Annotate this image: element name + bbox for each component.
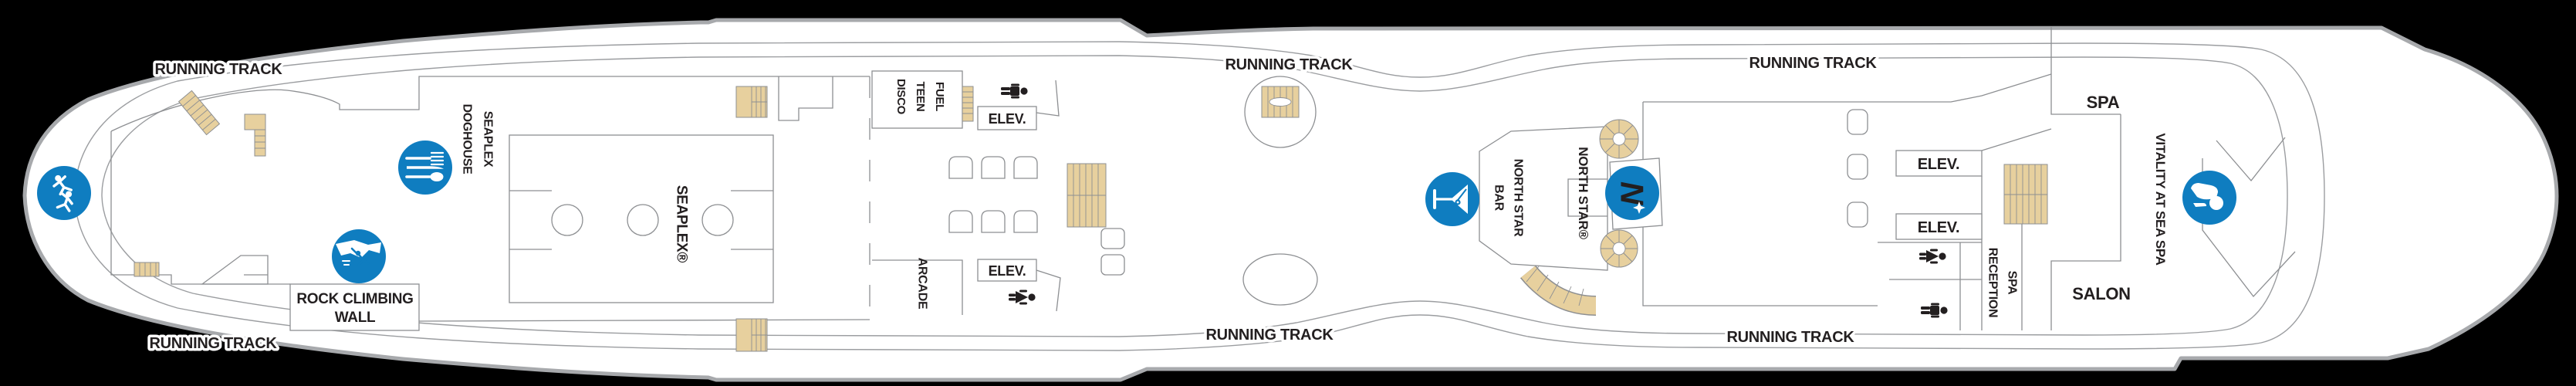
ship-hull-outline [22,18,2559,382]
label-seaplex-doghouse: DOGHOUSE [460,104,473,175]
elevator-box [977,106,1037,130]
label-north-star: NORTH STAR® [1576,147,1591,239]
label-spa-reception: RECEPTION [1986,248,1999,318]
restroom-man-icon [1001,83,1028,99]
labels: RUNNING TRACK RUNNING TRACK RUNNING TRAC… [147,52,2168,355]
label-running-track: RUNNING TRACK [1206,327,1334,344]
label-arcade: ARCADE [915,258,928,310]
label-fuel-teen-disco: DISCO [894,79,908,115]
elevator-box [1895,213,1983,240]
elevator-box [1895,150,1983,177]
martini-bar-icon [1425,172,1479,226]
label-running-track: RUNNING TRACK [1749,55,1878,72]
label-vitality-at-sea-spa: VITALITY AT SEA SPA [2153,133,2168,265]
label-rock-climbing-wall: WALL [335,310,376,326]
label-elevator: ELEV. [989,111,1026,127]
running-track [74,41,2325,351]
alcove-arches [948,156,1038,233]
spa-massage-icon [2182,171,2236,225]
label-salon: SALON [2072,284,2131,303]
stairs [134,86,2048,352]
restroom-woman-icon [1009,290,1036,305]
label-running-track: RUNNING TRACK [1727,329,1855,346]
label-seaplex: SEAPLEX® [673,185,689,263]
rock-climbing-wall-box [289,283,420,331]
interior-walls [110,27,2296,330]
north-star-logo-icon: N [1605,166,1659,220]
north-star-arm [1567,178,1607,217]
north-star-letter: N [1614,181,1650,206]
north-star-bar-platform [1479,126,1608,271]
dining-utensils-icon [398,141,452,195]
label-spa: SPA [2087,93,2120,112]
label-running-track: RUNNING TRACK [150,335,278,352]
label-spa-reception: SPA [2005,271,2018,296]
label-elevator: ELEV. [989,263,1026,279]
seaplex-court [509,134,774,303]
label-elevator: ELEV. [1918,219,1959,236]
label-elevator: ELEV. [1918,156,1959,173]
restroom-man-icon [1921,303,1948,318]
label-north-star-bar: BAR [1492,185,1505,212]
spiral-stairs [1599,119,1639,268]
elevator-box [977,259,1037,282]
label-north-star-bar: NORTH STAR [1511,159,1524,237]
label-seaplex-doghouse: SEAPLEX [481,111,494,168]
label-rock-climbing-wall: ROCK CLIMBING [296,291,413,307]
label-fuel-teen-disco: FUEL [933,82,946,111]
label-running-track: RUNNING TRACK [155,61,283,78]
restroom-woman-icon [1919,249,1946,264]
label-fuel-teen-disco: TEEN [914,82,927,112]
label-running-track: RUNNING TRACK [1225,56,1354,73]
sports-activity-icon [37,166,91,220]
rock-climbing-icon [332,229,386,283]
